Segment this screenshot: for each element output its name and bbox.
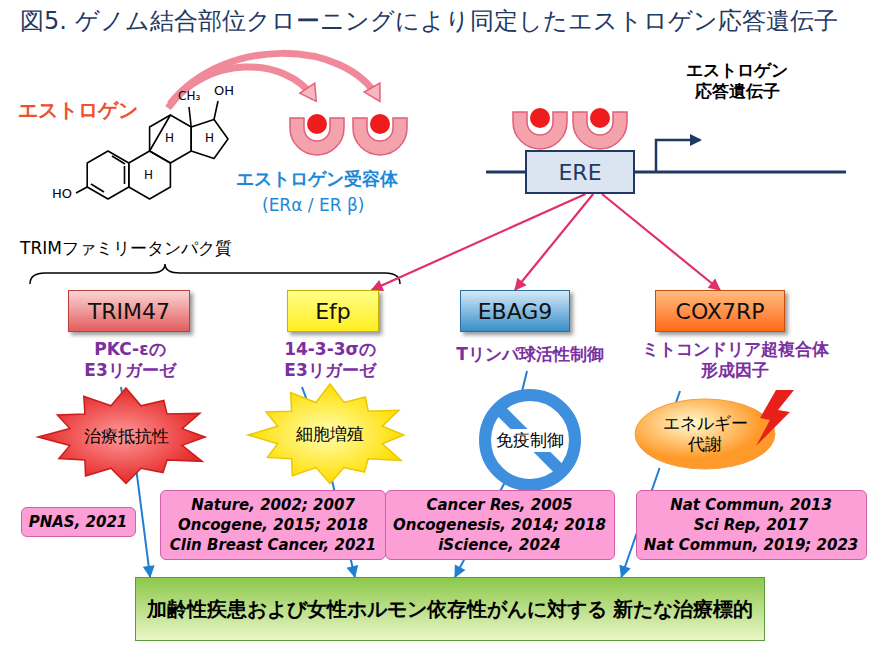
node-text: Nat Commun, 2013 — [670, 495, 832, 515]
function-label: ミトコンドリア超複合体 形成因子 — [628, 339, 842, 382]
node-text: PNAS, 2021 — [29, 512, 128, 532]
gene-box: Efp — [287, 290, 379, 332]
gene-box: COX7RP — [655, 290, 785, 332]
ligand-dot — [590, 108, 610, 128]
reference-box: Cancer Res, 2005Oncogenesis, 2014; 2018i… — [385, 490, 615, 560]
node-text: Oncogenesis, 2014; 2018 — [393, 515, 606, 535]
effect-symbol: 免疫制御 — [478, 388, 582, 492]
receptor-label: エストロゲン受容体 — [236, 168, 398, 191]
atom-label: H — [205, 131, 214, 146]
node-text: 治療抵抗性 — [84, 426, 169, 447]
atom-label: H — [165, 131, 174, 146]
reference-box: Nat Commun, 2013Sci Rep, 2017Nat Commun,… — [636, 490, 867, 560]
ligand-dot — [307, 114, 327, 134]
function-label: 14-3-3σの E3リガーゼ — [260, 339, 400, 382]
node-text: Nat Commun, 2019; 2023 — [644, 535, 859, 555]
ligand-dot — [370, 114, 390, 134]
node-text: Sci Rep, 2017 — [694, 515, 808, 535]
leader-line — [121, 371, 680, 430]
connector — [602, 194, 720, 290]
atom-label: HO — [52, 186, 72, 202]
gene-box: TRIM47 — [68, 290, 190, 332]
node-text: EBAG9 — [478, 299, 553, 324]
node-text: 細胞増殖 — [296, 424, 364, 445]
node-text: TRIM47 — [88, 299, 170, 324]
node-text: ERE — [558, 160, 601, 185]
node-text: COX7RP — [676, 299, 765, 324]
node-text: Cancer Res, 2005 — [426, 495, 572, 515]
node-text: iScience, 2024 — [438, 535, 561, 555]
node-text: Efp — [315, 299, 351, 324]
node-text: Clin Breast Cancer, 2021 — [170, 535, 376, 555]
ligand-dot — [530, 108, 550, 128]
gene-box: EBAG9 — [460, 290, 570, 332]
target-band: 加齢性疾患および女性ホルモン依存性がんに対する 新たな治療標的 — [135, 577, 765, 641]
node-text: 加齢性疾患および女性ホルモン依存性がんに対する 新たな治療標的 — [147, 596, 754, 622]
group-brace — [30, 264, 400, 284]
transcription-arrow — [656, 140, 700, 172]
estrogen-label: エストロゲン — [18, 98, 138, 123]
binding-arrow — [170, 53, 378, 104]
atom-label: H — [144, 168, 153, 183]
atom-label: OH — [214, 83, 234, 99]
connector — [515, 194, 593, 290]
gene-caption: エストロゲン 応答遺伝子 — [676, 60, 798, 103]
reference-box: PNAS, 2021 — [21, 507, 136, 537]
node-text: Oncogene, 2015; 2018 — [178, 515, 368, 535]
node-text: エネルギー 代謝 — [657, 413, 753, 456]
connector — [137, 472, 151, 577]
diagram-title: 図5. ゲノム結合部位クローニングにより同定したエストロゲン応答遺伝子 — [20, 6, 838, 36]
atom-label: CH₃ — [178, 89, 200, 104]
effect-ellipse: エネルギー 代謝 — [634, 398, 776, 470]
element-box: ERE — [525, 150, 635, 194]
reference-box: Nature, 2002; 2007Oncogene, 2015; 2018Cl… — [160, 490, 386, 560]
function-label: PKC-εの E3リガーゼ — [60, 339, 200, 382]
function-label: Tリンパ球活性制御 — [430, 344, 630, 365]
node-text: Nature, 2002; 2007 — [191, 495, 355, 515]
effect-burst: 治療抵抗性 — [38, 388, 214, 486]
node-text: 免疫制御 — [494, 429, 566, 452]
group-label: TRIMファミリータンパク質 — [20, 238, 232, 259]
lightning-symbol — [756, 390, 794, 446]
receptor-subtype: (ERα / ER β) — [262, 195, 364, 216]
effect-burst: 細胞増殖 — [248, 384, 412, 486]
